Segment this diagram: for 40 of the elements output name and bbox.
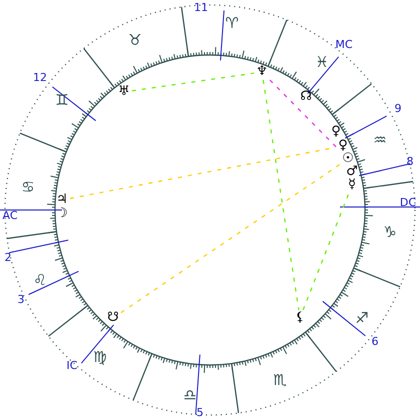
zodiac-sign-glyph: ♑ [383, 226, 397, 238]
house-label: 11 [194, 2, 208, 14]
zodiac-sign-glyph: ♏ [273, 374, 287, 386]
aspect-line [132, 72, 254, 92]
planet-glyph: ♃ [54, 192, 70, 208]
planet-glyph: ♅ [116, 84, 132, 100]
planet-glyph: ♀ [328, 124, 344, 140]
planet-glyph: ☉ [340, 151, 356, 167]
aspect-line [120, 164, 340, 314]
zodiac-sign-glyph: ♐ [355, 312, 369, 324]
house-label: 5 [196, 407, 204, 419]
zodiac-sign-glyph: ♌ [33, 274, 47, 286]
zodiac-sign-glyph: ♍ [93, 351, 107, 363]
planet-glyph: ☿ [344, 177, 360, 193]
zodiac-sign-glyph: ♊ [55, 94, 69, 106]
aspect-line [302, 192, 350, 310]
planet-glyph: ☽ [54, 206, 70, 222]
house-label: 12 [33, 72, 47, 84]
house-label: IC [66, 360, 78, 372]
planet-glyph: ☊ [298, 89, 314, 105]
planet-glyph: ♆ [254, 64, 270, 80]
zodiac-sign-glyph: ♎ [183, 389, 197, 401]
house-label: AC [2, 210, 18, 222]
zodiac-sign-glyph: ♋ [21, 181, 35, 193]
house-label: MC [335, 39, 353, 51]
planet-glyph: ⚸ [292, 310, 308, 326]
planet-glyph: ♀ [335, 138, 351, 154]
aspect-line [262, 80, 300, 310]
planet-glyph: ♂ [344, 164, 360, 180]
house-label: 2 [4, 252, 12, 264]
zodiac-sign-glyph: ♉ [128, 34, 142, 46]
house-label: 8 [406, 156, 414, 168]
planet-glyph: ☋ [105, 310, 121, 326]
house-label: 6 [372, 336, 378, 348]
zodiac-sign-glyph: ♓ [315, 56, 329, 68]
house-label: DC [400, 197, 416, 209]
house-label: 3 [18, 294, 24, 306]
zodiac-sign-glyph: ♒ [373, 134, 387, 146]
house-label: 9 [394, 103, 402, 115]
zodiac-sign-glyph: ♈ [225, 17, 239, 29]
